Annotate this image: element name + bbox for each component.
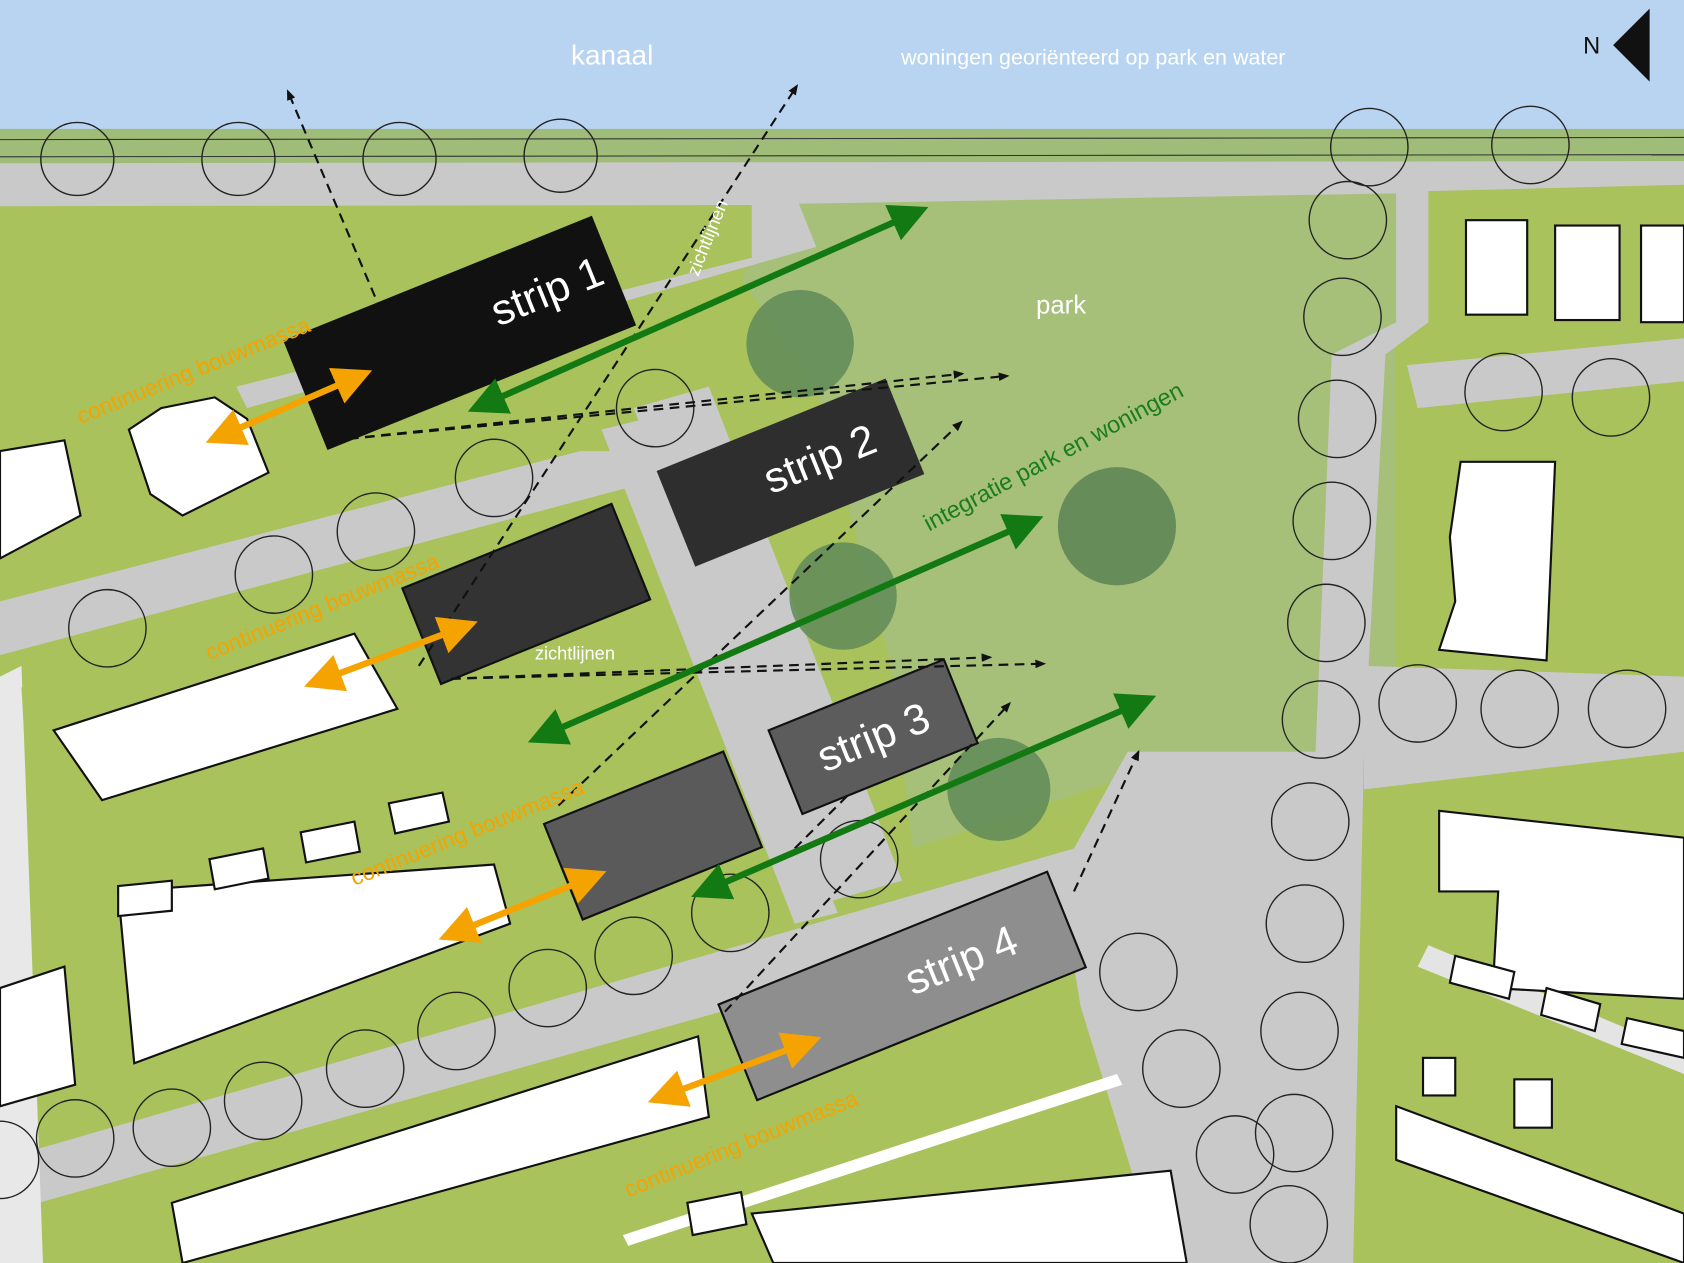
road-top bbox=[0, 161, 1684, 207]
canal-label: kanaal bbox=[571, 39, 653, 70]
road-east bbox=[1304, 191, 1429, 1263]
road-diagonal-1 bbox=[0, 451, 645, 656]
existing-buildings bbox=[0, 219, 1684, 1263]
north-label: N bbox=[1583, 34, 1600, 60]
continuation-arrows bbox=[205, 368, 822, 1107]
north-arrow-icon bbox=[1613, 8, 1650, 82]
canal-water bbox=[0, 0, 1684, 132]
quay-strip bbox=[0, 128, 1684, 166]
orientation-label: woningen georiënteerd op park en water bbox=[900, 45, 1285, 69]
sightlines-label-2: zichtlijnen bbox=[535, 642, 615, 663]
park-label: park bbox=[1036, 292, 1086, 320]
park-integration-arrows bbox=[467, 204, 1157, 900]
